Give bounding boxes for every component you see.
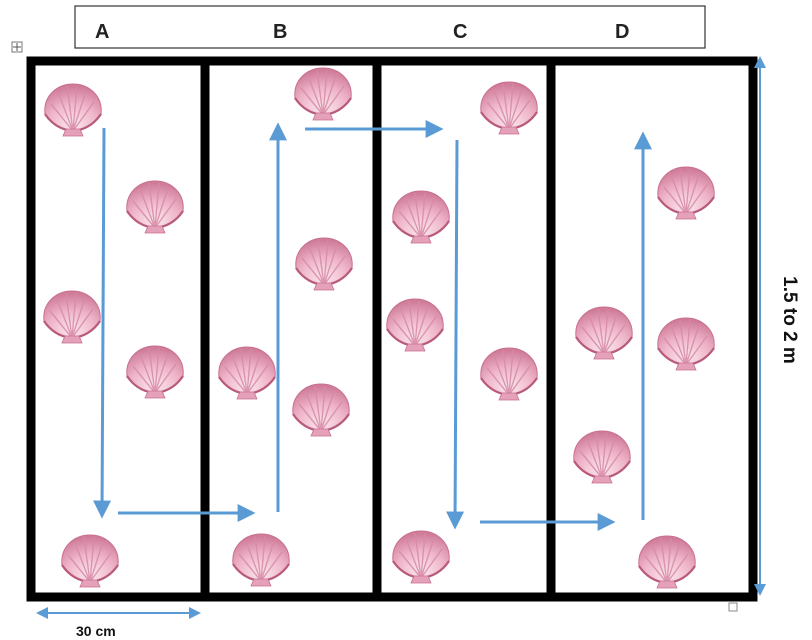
scallop-shell-icon	[217, 345, 277, 401]
column-label-d: D	[615, 21, 629, 43]
scallop-shell-icon	[479, 346, 539, 402]
scallop-shell-icon	[293, 66, 353, 122]
scallop-shell-icon	[391, 529, 451, 585]
scallop-shell-icon	[43, 82, 103, 138]
width-label: 30 cm	[76, 623, 116, 639]
scallop-shell-icon	[125, 344, 185, 400]
column-label-a: A	[95, 21, 109, 43]
scallop-shell-icon	[231, 532, 291, 588]
column-label-b: B	[273, 21, 287, 43]
scallop-shell-icon	[656, 165, 716, 221]
scallop-shell-icon	[125, 179, 185, 235]
outer-frame	[26, 56, 758, 602]
resize-handle-icon[interactable]	[728, 602, 738, 612]
path-arrow-c-down	[446, 139, 465, 530]
column-label-c: C	[453, 21, 467, 43]
scallop-shell-icon	[637, 534, 697, 590]
scallop-shell-icon	[391, 189, 451, 245]
scallop-shell-icon	[656, 316, 716, 372]
scallop-shell-icon	[294, 236, 354, 292]
scallop-shell-icon	[60, 533, 120, 589]
move-handle-icon[interactable]	[11, 41, 23, 53]
column-header-box	[74, 5, 706, 49]
scallop-shell-icon	[574, 305, 634, 361]
height-label: 1.5 to 2 m	[779, 276, 800, 364]
transect-path	[93, 120, 652, 531]
scallop-shell-icon	[479, 80, 539, 136]
quadrat-frame	[26, 56, 758, 602]
path-arrow-a-down	[93, 127, 112, 519]
scallop-shell-icon	[291, 382, 351, 438]
scallop-shell-icon	[42, 289, 102, 345]
height-dimension: 1.5 to 2 m	[754, 56, 800, 596]
width-dimension: 30 cm	[36, 607, 201, 639]
scallop-shell-icon	[385, 297, 445, 353]
scallop-shell-icon	[572, 429, 632, 485]
